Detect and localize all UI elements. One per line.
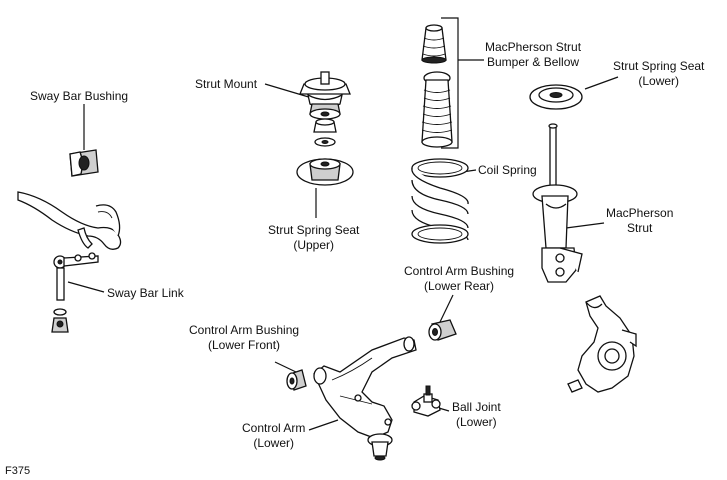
sway-bar-bushing-part xyxy=(69,149,99,177)
strut-bumper-part xyxy=(421,24,447,64)
label-control-arm-bushing-lower-rear: Control Arm Bushing (Lower Rear) xyxy=(404,264,515,293)
label-strut-spring-seat-lower: Strut Spring Seat (Lower) xyxy=(613,59,705,88)
ball-joint-part xyxy=(411,385,441,417)
label-strut-spring-seat-upper: Strut Spring Seat (Upper) xyxy=(268,223,360,252)
label-ball-joint-lower: Ball Joint (Lower) xyxy=(452,400,501,429)
label-coil-spring: Coil Spring xyxy=(478,163,537,177)
strut-spring-seat-upper-part xyxy=(296,158,354,186)
coil-spring-part xyxy=(411,158,469,244)
sway-bar-link-part xyxy=(51,252,99,333)
label-strut-mount: Strut Mount xyxy=(195,77,258,91)
strut-spring-seat-lower-part xyxy=(529,84,583,110)
label-sway-bar-link: Sway Bar Link xyxy=(107,286,184,300)
label-macpherson-strut-bumper: MacPherson Strut Bumper & Bellow xyxy=(485,40,582,69)
figure-code: F375 xyxy=(5,465,31,477)
control-arm-bushing-front-part xyxy=(286,369,307,391)
macpherson-strut-part xyxy=(532,123,583,283)
label-control-arm-lower: Control Arm (Lower) xyxy=(242,421,306,450)
strut-bellow-part xyxy=(421,71,453,148)
steering-knuckle-part xyxy=(567,295,637,393)
sway-bar-part xyxy=(17,191,122,250)
label-sway-bar-bushing: Sway Bar Bushing xyxy=(30,89,129,103)
strut-mount-part xyxy=(299,71,351,147)
leader-lines xyxy=(67,17,619,431)
control-arm-bushing-rear-part xyxy=(428,319,457,341)
label-control-arm-bushing-lower-front: Control Arm Bushing (Lower Front) xyxy=(189,323,300,352)
control-arm-part xyxy=(313,336,417,461)
label-macpherson-strut: MacPherson Strut xyxy=(606,206,674,235)
